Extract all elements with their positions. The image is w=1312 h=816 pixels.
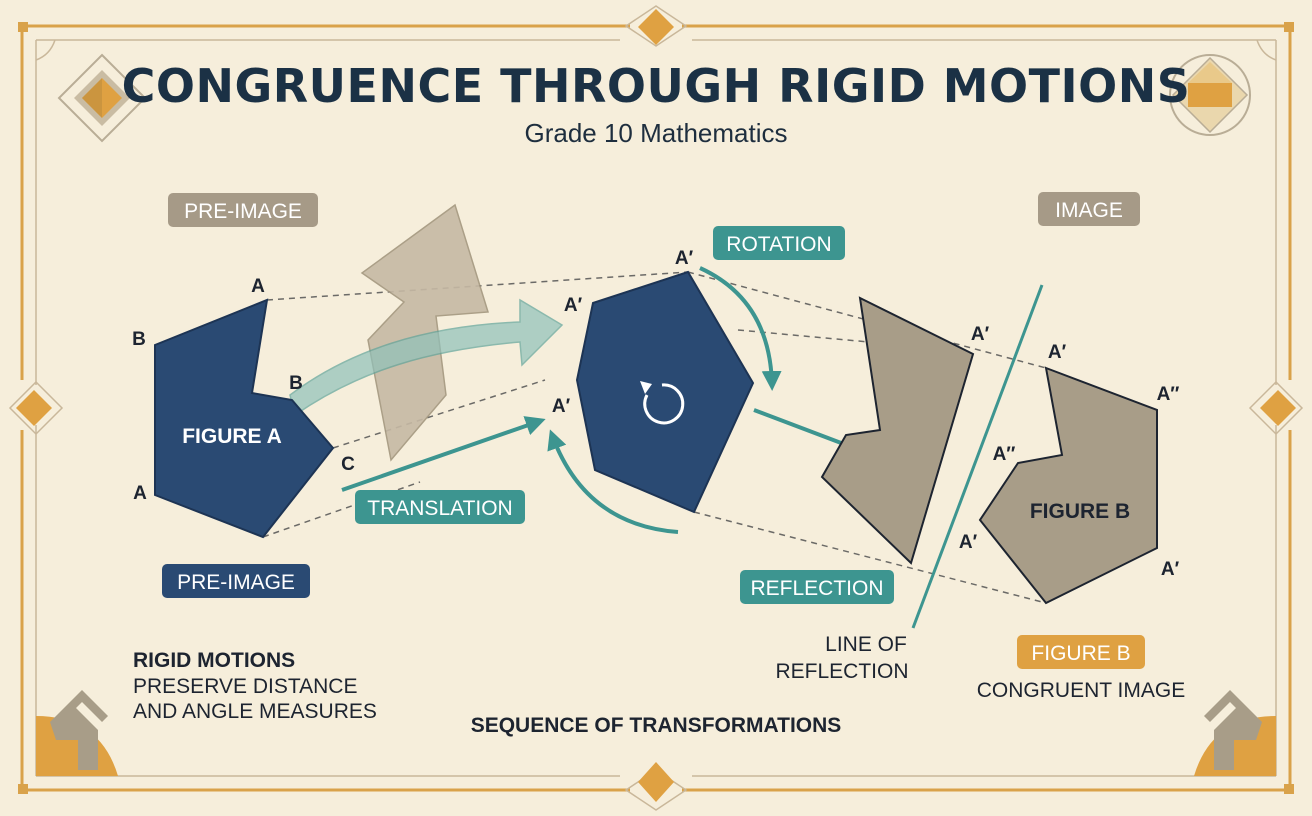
figure-b-shape xyxy=(978,366,1158,605)
sequence-label: SEQUENCE OF TRANSFORMATIONS xyxy=(471,714,842,737)
congruent-image-label: CONGRUENT IMAGE xyxy=(977,679,1185,702)
point-label: A″ xyxy=(993,444,1016,465)
line-of-reflection-label-1: LINE OF xyxy=(825,633,907,656)
badge-image: IMAGE xyxy=(1038,192,1140,226)
point-label: A xyxy=(251,276,265,297)
point-label: B xyxy=(289,373,303,394)
left-diamond-icon xyxy=(8,380,64,436)
svg-text:IMAGE: IMAGE xyxy=(1055,199,1123,222)
bottom-diamond-icon xyxy=(624,762,688,811)
badge-rotation: ROTATION xyxy=(713,226,845,260)
rigid-motions-line-1: PRESERVE DISTANCE xyxy=(133,675,357,698)
svg-text:FIGURE B: FIGURE B xyxy=(1031,642,1130,665)
badge-figure-b: FIGURE B xyxy=(1017,635,1145,669)
reflected-figure-shape xyxy=(820,296,975,565)
point-label: A′ xyxy=(1161,559,1180,580)
badge-pre-image-bottom: PRE-IMAGE xyxy=(162,564,310,598)
svg-text:PRE-IMAGE: PRE-IMAGE xyxy=(177,571,295,594)
rigid-motions-heading: RIGID MOTIONS xyxy=(133,649,295,672)
rotation-arc-arrow xyxy=(547,429,679,534)
rotate-arrow-icon xyxy=(640,381,685,425)
point-label: A′ xyxy=(971,324,990,345)
page-subtitle: Grade 10 Mathematics xyxy=(524,118,787,148)
rigid-motions-line-2: AND ANGLE MEASURES xyxy=(133,700,377,723)
top-diamond-icon xyxy=(624,5,688,47)
svg-text:ROTATION: ROTATION xyxy=(726,233,831,256)
point-label: A″ xyxy=(1157,384,1180,405)
badge-reflection: REFLECTION xyxy=(740,570,894,604)
badge-translation: TRANSLATION xyxy=(355,490,525,524)
translation-arrow-icon xyxy=(289,298,564,417)
badge-pre-image-top: PRE-IMAGE xyxy=(168,193,318,227)
corner-diamond-icon xyxy=(57,53,147,143)
point-label: A′ xyxy=(675,248,694,269)
translation-vector-arrow xyxy=(341,416,546,492)
point-label: A′ xyxy=(959,532,978,553)
page-title: CONGRUENCE THROUGH RIGID MOTIONS xyxy=(122,59,1191,113)
point-label: B xyxy=(132,329,146,350)
corner-ornament-bottom-left xyxy=(36,690,118,776)
svg-text:REFLECTION: REFLECTION xyxy=(750,577,883,600)
svg-text:TRANSLATION: TRANSLATION xyxy=(367,497,512,520)
figure-b-label: FIGURE B xyxy=(1030,500,1130,523)
point-label: A′ xyxy=(552,396,571,417)
translated-ghost-shape xyxy=(360,203,489,462)
medallion-icon xyxy=(1169,54,1251,136)
svg-text:PRE-IMAGE: PRE-IMAGE xyxy=(184,200,302,223)
rotated-figure-shape xyxy=(575,270,755,514)
figure-a-shape xyxy=(154,298,335,539)
rotation-arc-arrow xyxy=(699,266,782,391)
figure-a-label: FIGURE A xyxy=(182,425,282,448)
line-of-reflection-label-2: REFLECTION xyxy=(775,660,908,683)
point-label: A xyxy=(133,483,147,504)
point-label: A′ xyxy=(1048,342,1067,363)
point-label: A′ xyxy=(564,295,583,316)
point-label: C xyxy=(341,454,355,475)
line-of-reflection xyxy=(911,284,1044,629)
right-diamond-icon xyxy=(1248,380,1304,436)
corner-ornament-bottom-right xyxy=(1194,690,1276,776)
